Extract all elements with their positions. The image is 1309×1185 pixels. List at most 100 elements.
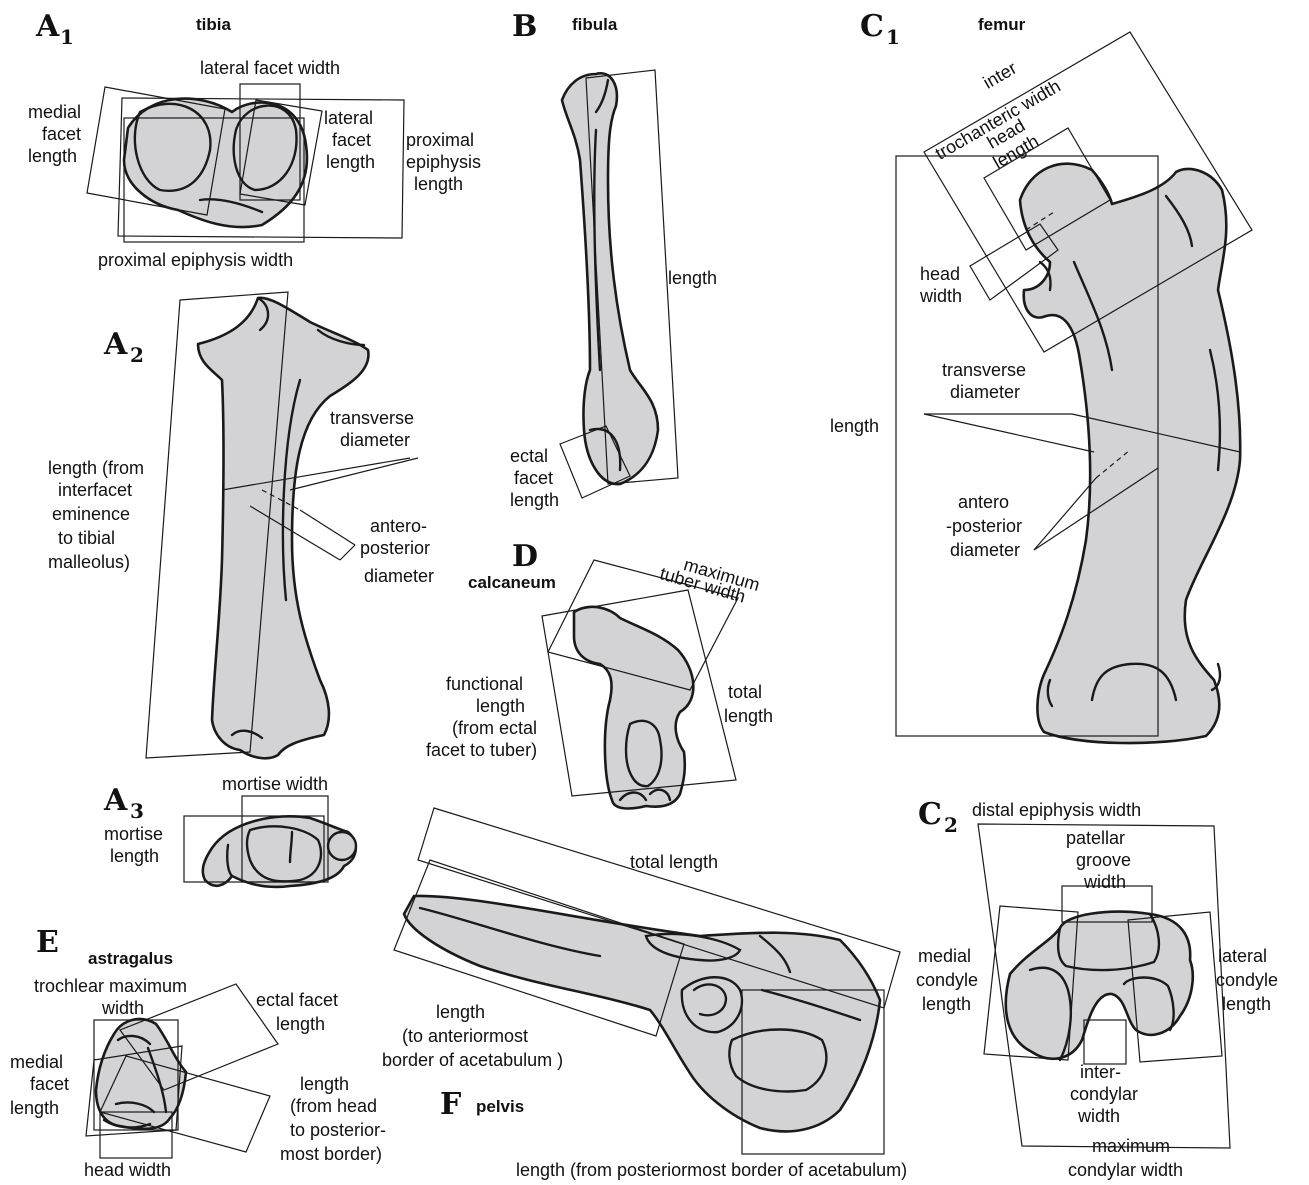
label-proximal-epiphysis-length-2: epiphysis: [406, 152, 481, 172]
label-e-length-1: length: [300, 1074, 349, 1094]
label-c1-ap-3: diameter: [950, 540, 1020, 560]
label-a2-length-1: length (from: [48, 458, 144, 478]
label-medial-facet-length-1: medial: [28, 102, 81, 122]
label-c1-transverse-1: transverse: [942, 360, 1026, 380]
label-e-medial-2: facet: [30, 1074, 69, 1094]
label-proximal-epiphysis-length-3: length: [414, 174, 463, 194]
label-proximal-epiphysis-width: proximal epiphysis width: [98, 250, 293, 270]
label-functional-length-2: length: [476, 696, 525, 716]
panel-label-f: F: [440, 1087, 461, 1122]
label-lateral-condyle-3: length: [1222, 994, 1271, 1014]
label-a2-length-3: eminence: [52, 504, 130, 524]
label-mortise-length-2: length: [110, 846, 159, 866]
label-a2-ap-2: posterior: [360, 538, 430, 558]
label-f-length-posterior: length (from posteriormost border of ace…: [516, 1160, 907, 1180]
label-head-width-2: width: [919, 286, 962, 306]
panel-name-femur: femur: [978, 15, 1026, 34]
label-f-total-length: total length: [630, 852, 718, 872]
label-intercondylar-3: width: [1077, 1106, 1120, 1126]
label-intercondylar-2: condylar: [1070, 1084, 1138, 1104]
svg-text:1: 1: [886, 25, 900, 49]
panel-name-tibia: tibia: [196, 15, 231, 34]
label-max-condylar-1: maximum: [1092, 1136, 1170, 1156]
label-e-medial-1: medial: [10, 1052, 63, 1072]
label-medial-facet-length-2: facet: [42, 124, 81, 144]
label-f-length-anterior-2: (to anteriormost: [402, 1026, 528, 1046]
label-e-medial-3: length: [10, 1098, 59, 1118]
label-ectal-facet-length-2: facet: [514, 468, 553, 488]
tibia-distal-view: [184, 796, 356, 887]
panel-name-astragalus: astragalus: [88, 949, 173, 968]
svg-text:C: C: [918, 797, 942, 832]
label-trochlear-1: trochlear maximum: [34, 976, 187, 996]
label-a2-transverse-2: diameter: [340, 430, 410, 450]
svg-text:1: 1: [60, 25, 74, 49]
label-fibula-length: length: [668, 268, 717, 288]
panel-name-calcaneum: calcaneum: [468, 573, 556, 592]
label-patellar-groove-2: groove: [1076, 850, 1131, 870]
label-medial-condyle-2: condyle: [916, 970, 978, 990]
label-e-ectal-2: length: [276, 1014, 325, 1034]
label-medial-condyle-1: medial: [918, 946, 971, 966]
fibula-view: [560, 70, 678, 498]
label-patellar-groove-1: patellar: [1066, 828, 1125, 848]
panel-label-b: B: [512, 9, 537, 44]
label-a2-ap-3: diameter: [364, 566, 434, 586]
label-f-length-anterior-3: border of acetabulum ): [382, 1050, 563, 1070]
label-mortise-width: mortise width: [222, 774, 328, 794]
label-e-ectal-1: ectal facet: [256, 990, 338, 1010]
label-lateral-condyle-1: lateral: [1218, 946, 1267, 966]
panel-name-fibula: fibula: [572, 15, 618, 34]
label-mortise-length-1: mortise: [104, 824, 163, 844]
label-a2-transverse-1: transverse: [330, 408, 414, 428]
panel-name-pelvis: pelvis: [476, 1097, 524, 1116]
label-functional-length-4: facet to tuber): [426, 740, 537, 760]
calcaneum-view: [542, 560, 738, 808]
label-lateral-facet-length-2: facet: [332, 130, 371, 150]
label-a2-ap-1: antero-: [370, 516, 427, 536]
label-head-width-1: head: [920, 264, 960, 284]
label-trochlear-2: width: [101, 998, 144, 1018]
label-ectal-facet-length-1: ectal: [510, 446, 548, 466]
label-intertrochanteric-1: inter: [980, 58, 1020, 93]
label-medial-condyle-3: length: [922, 994, 971, 1014]
label-d-total-length-2: length: [724, 706, 773, 726]
label-lateral-facet-length-3: length: [326, 152, 375, 172]
intercondylar-width-box: [1084, 1020, 1126, 1064]
label-distal-epiphysis-width: distal epiphysis width: [972, 800, 1141, 820]
label-f-length-anterior-1: length: [436, 1002, 485, 1022]
label-d-total-length-1: total: [728, 682, 762, 702]
label-a2-length-2: interfacet: [58, 480, 132, 500]
label-c1-ap-1: antero: [958, 492, 1009, 512]
svg-text:3: 3: [130, 799, 144, 823]
label-max-condylar-2: condylar width: [1068, 1160, 1183, 1180]
panel-label-a2: A 2: [103, 327, 144, 367]
label-c1-transverse-2: diameter: [950, 382, 1020, 402]
label-intercondylar-1: inter-: [1080, 1062, 1121, 1082]
svg-text:A: A: [103, 327, 128, 362]
label-functional-length-1: functional: [446, 674, 523, 694]
label-femur-length: length: [830, 416, 879, 436]
label-ectal-facet-length-3: length: [510, 490, 559, 510]
panel-label-a1: A 1: [35, 9, 74, 49]
svg-text:2: 2: [130, 343, 144, 367]
panel-label-c1: C 1: [860, 9, 900, 49]
svg-text:A: A: [35, 9, 60, 44]
label-e-length-4: most border): [280, 1144, 382, 1164]
panel-label-d: D: [512, 539, 538, 574]
label-e-head-width: head width: [84, 1160, 171, 1180]
label-c1-ap-2: -posterior: [946, 516, 1022, 536]
svg-text:A: A: [103, 783, 128, 818]
label-functional-length-3: (from ectal: [452, 718, 537, 738]
svg-text:C: C: [860, 9, 884, 44]
panel-label-a3: A 3: [103, 783, 144, 823]
label-proximal-epiphysis-length-1: proximal: [406, 130, 474, 150]
label-patellar-groove-3: width: [1083, 872, 1126, 892]
label-lateral-facet-width: lateral facet width: [200, 58, 340, 78]
label-medial-facet-length-3: length: [28, 146, 77, 166]
label-e-length-3: to posterior-: [290, 1120, 386, 1140]
label-e-length-2: (from head: [290, 1096, 377, 1116]
panel-label-c2: C 2: [918, 797, 958, 837]
label-lateral-condyle-2: condyle: [1216, 970, 1278, 990]
